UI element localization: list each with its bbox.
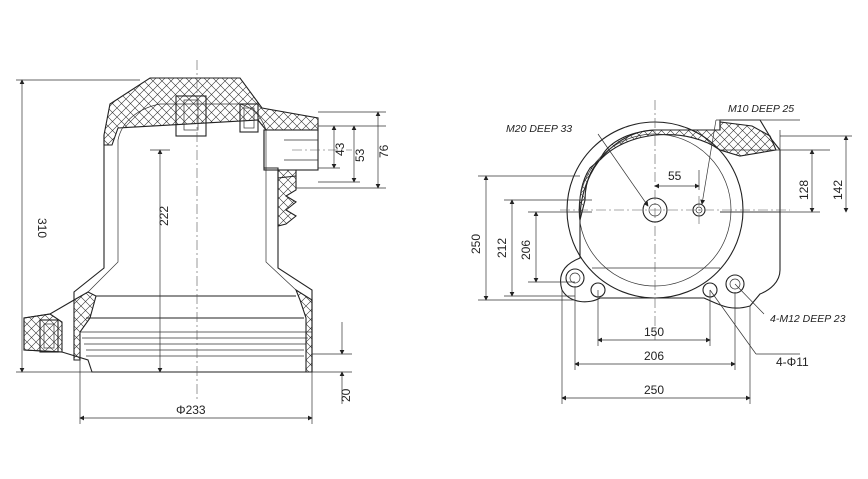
- body-left-wall: [23, 135, 313, 373]
- dim-label-206-horizontal: 206: [644, 349, 664, 363]
- dim-label-43: 43: [333, 142, 347, 156]
- top-insert-left: [175, 95, 207, 137]
- top-crescent-section: [599, 121, 777, 161]
- dim-label-142: 142: [831, 180, 845, 200]
- top-view: [478, 100, 852, 404]
- top-insert-right: [239, 103, 259, 133]
- top-dome-section: [103, 77, 319, 146]
- flange-grooves: [80, 295, 312, 357]
- dim-label-128: 128: [797, 180, 811, 200]
- dim-label-222: 222: [157, 206, 171, 226]
- flange-insert: [39, 319, 59, 353]
- dim-label-212: 212: [495, 238, 509, 258]
- dim-label-250-vertical: 250: [469, 234, 483, 254]
- bottom-flange-section: [73, 291, 97, 361]
- label-4-m12-deep-23: 4-M12 DEEP 23: [770, 313, 846, 325]
- dim-label-310: 310: [35, 218, 49, 238]
- dim-label-53: 53: [353, 148, 367, 162]
- dim-label-150: 150: [644, 325, 664, 339]
- dim-label-55: 55: [668, 169, 682, 183]
- dim-label-20: 20: [339, 388, 353, 402]
- dim-label-76: 76: [377, 144, 391, 158]
- label-4-phi11: 4-Φ11: [776, 355, 809, 369]
- dim-label-phi233: Φ233: [176, 403, 206, 417]
- dim-label-206-vertical: 206: [519, 240, 533, 260]
- side-section-view: [16, 60, 386, 424]
- label-m20-deep-33: M20 DEEP 33: [506, 123, 572, 135]
- dim-label-250-horizontal: 250: [644, 383, 664, 397]
- label-m10-deep-25: M10 DEEP 25: [728, 103, 794, 115]
- side-boss: [263, 129, 319, 227]
- m12-hole-left: [565, 268, 585, 288]
